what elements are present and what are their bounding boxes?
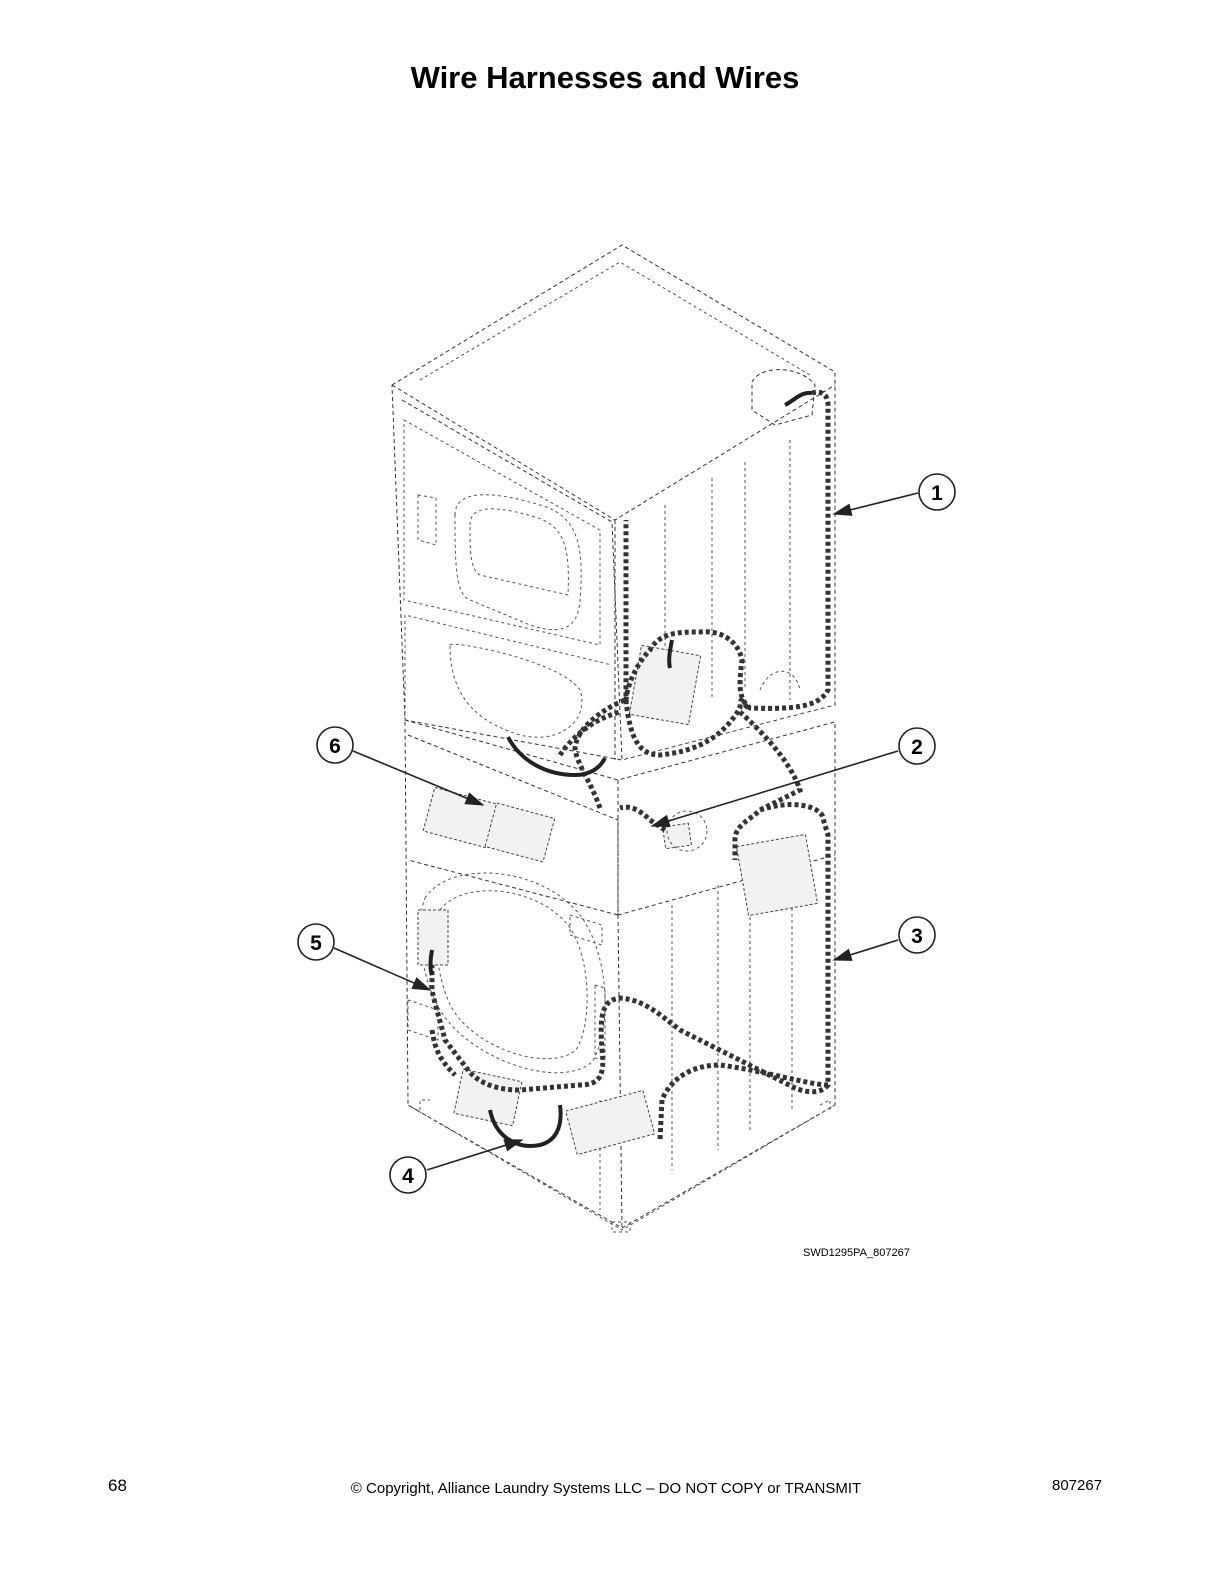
callout-number-1: 1: [931, 482, 943, 505]
callout-number-4: 4: [402, 1165, 414, 1188]
callout-3: 3: [832, 916, 936, 961]
callout-number-2: 2: [911, 736, 923, 759]
components: [417, 644, 819, 1156]
harness-2: [572, 697, 626, 809]
callout-1: 1: [832, 473, 956, 516]
harness-1: [623, 389, 831, 711]
callout-5: 5: [297, 923, 432, 991]
wire-4: [488, 1104, 563, 1148]
copyright-notice: © Copyright, Alliance Laundry Systems LL…: [350, 1480, 862, 1497]
harness-1-loop: [623, 698, 751, 758]
callout-2: 2: [650, 727, 936, 827]
page-title: Wire Harnesses and Wires: [410, 60, 800, 95]
callout-number-5: 5: [310, 932, 322, 955]
figure-id: SWD1295PA_807267: [803, 1247, 910, 1259]
document-number: 807267: [1052, 1477, 1103, 1494]
wire-6: [506, 736, 607, 778]
callout-6: 6: [316, 726, 485, 806]
washer-cabinet: [404, 719, 836, 1233]
callout-number-3: 3: [911, 925, 923, 948]
harness-routes: [428, 389, 831, 1148]
harness-6: [619, 804, 667, 833]
callout-4: 4: [389, 1139, 524, 1194]
harness-3b: [657, 1062, 829, 1141]
dryer-cabinet: [391, 244, 836, 761]
callout-number-6: 6: [329, 735, 341, 758]
harness-2b: [557, 709, 621, 757]
page-number: 68: [108, 1476, 127, 1495]
